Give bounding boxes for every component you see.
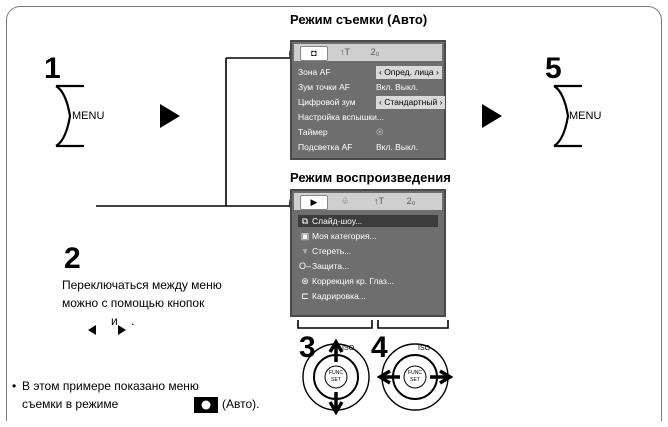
menu-row-slideshow[interactable]: ⧉Слайд-шоу... (298, 215, 438, 227)
menu-row-timer[interactable]: Таймер ☉ (298, 126, 438, 139)
page-frame (6, 6, 662, 421)
timer-icon: ☉ (376, 127, 384, 137)
step-number-2: 2 (64, 242, 81, 275)
note-line-2-end: (Авто). (222, 397, 260, 411)
menu-row-my-category[interactable]: ▣Моя категория... (298, 230, 438, 242)
key-icon: O‒ (298, 261, 311, 271)
tab-my-menu[interactable]: 2₀ (370, 47, 380, 57)
menu-row-flash-settings[interactable]: Настройка вспышки... (298, 111, 438, 124)
arrow-right-icon-2 (482, 104, 502, 128)
instruction-text: Переключаться между меню можно с помощью… (62, 276, 222, 330)
red-eye-icon: ⊛ (301, 276, 309, 286)
camera-auto-icon (194, 397, 218, 413)
tab-my-menu[interactable]: 2₀ (406, 196, 416, 206)
note-line-2: съемки в режиме (22, 397, 119, 411)
menu-row-red-eye[interactable]: ⊛Коррекция кр. Глаз... (298, 275, 438, 287)
arrow-right-icon-1 (160, 104, 180, 128)
instruction-line-2: можно с помощью кнопок (62, 296, 205, 310)
step-number-4: 4 (371, 331, 388, 364)
arrow-left-small-icon (88, 325, 96, 335)
menu-row-label: Коррекция кр. Глаз... (312, 276, 395, 286)
crop-icon: ⊏ (301, 291, 309, 301)
menu-row-value: Вкл. Выкл. (376, 82, 419, 92)
menu-row-digital-zoom[interactable]: Цифровой зум ‹ Стандартный › (298, 96, 446, 109)
trash-icon: ♆ (301, 246, 309, 256)
instruction-line-1: Переключаться между меню (62, 278, 222, 292)
playback-tab-bar: ▶ ♧ ↑T 2₀ (294, 193, 442, 210)
menu-row-value: ‹ Опред. лица › (376, 66, 442, 79)
menu-row-erase[interactable]: ♆Стереть... (298, 245, 438, 257)
dial-right-top-label: ISO (418, 345, 431, 352)
menu-row-label: Зона AF (298, 67, 331, 77)
menu-row-value: Вкл. Выкл. (376, 142, 419, 152)
menu-row-value: ‹ Стандартный › (376, 96, 446, 109)
menu-row-label: Таймер (298, 127, 328, 137)
shooting-menu-screen: ◘ ↑T 2₀ Зона AF ‹ Опред. лица › Зум точк… (290, 40, 446, 160)
menu-row-label: Настройка вспышки... (298, 112, 384, 122)
menu-row-label: Зум точки AF (298, 82, 350, 92)
menu-row-af-zone[interactable]: Зона AF ‹ Опред. лица › (298, 66, 442, 79)
dial-left-icon (302, 338, 370, 416)
menu-row-af-assist[interactable]: Подсветка AF Вкл. Выкл. (298, 141, 438, 154)
step-number-1: 1 (44, 52, 61, 85)
menu-button-label-1[interactable]: MENU (72, 110, 105, 122)
tab-setup[interactable]: ↑T (340, 47, 350, 57)
dial-left-center-label[interactable]: FUNC SET (329, 370, 343, 383)
menu-button-icon-left-5 (553, 85, 570, 147)
menu-row-trimming[interactable]: ⊏Кадрировка... (298, 290, 438, 302)
playback-menu-screen: ▶ ♧ ↑T 2₀ ⧉Слайд-шоу... ▣Моя категория..… (290, 189, 446, 317)
tab-shooting[interactable]: ◘ (300, 46, 328, 61)
slideshow-icon: ⧉ (301, 216, 309, 226)
dial-left-top-label: ISO (342, 345, 355, 352)
shooting-tab-bar: ◘ ↑T 2₀ (294, 44, 442, 61)
step-number-5: 5 (545, 52, 562, 85)
bracket-left (297, 320, 373, 329)
menu-row-label: Стереть... (312, 246, 352, 256)
bracket-right (377, 320, 449, 329)
step-number-3: 3 (299, 331, 316, 364)
menu-row-label: Слайд-шоу... (312, 216, 363, 226)
menu-row-af-point-zoom[interactable]: Зум точки AF Вкл. Выкл. (298, 81, 438, 94)
instruction-line-3: ✦ и ✦. и . (98, 314, 135, 328)
tab-playback[interactable]: ▶ (300, 195, 328, 210)
note-bullet: • (12, 379, 17, 393)
playback-mode-title: Режим воспроизведения (290, 170, 451, 185)
shooting-mode-title: Режим съемки (Авто) (290, 12, 428, 27)
arrow-right-small-icon (118, 325, 126, 335)
menu-row-label: Защита... (312, 261, 350, 271)
category-icon: ▣ (300, 231, 310, 241)
menu-row-protect[interactable]: O‒Защита... (298, 260, 438, 272)
menu-row-label: Подсветка AF (298, 142, 353, 152)
menu-row-label: Моя категория... (312, 231, 377, 241)
menu-row-label: Цифровой зум (298, 97, 356, 107)
note-line-1: В этом примере показано меню (22, 379, 199, 393)
tab-print[interactable]: ♧ (340, 196, 350, 206)
menu-button-icon-left-1 (55, 85, 72, 147)
menu-row-label: Кадрировка... (312, 291, 366, 301)
menu-button-label-5[interactable]: MENU (569, 110, 602, 122)
dial-right-center-label[interactable]: FUNC SET (408, 370, 422, 383)
instruction-line-3-text: ✦ и ✦. (98, 314, 135, 328)
tab-setup[interactable]: ↑T (374, 196, 384, 206)
dial-right-icon (376, 343, 454, 411)
